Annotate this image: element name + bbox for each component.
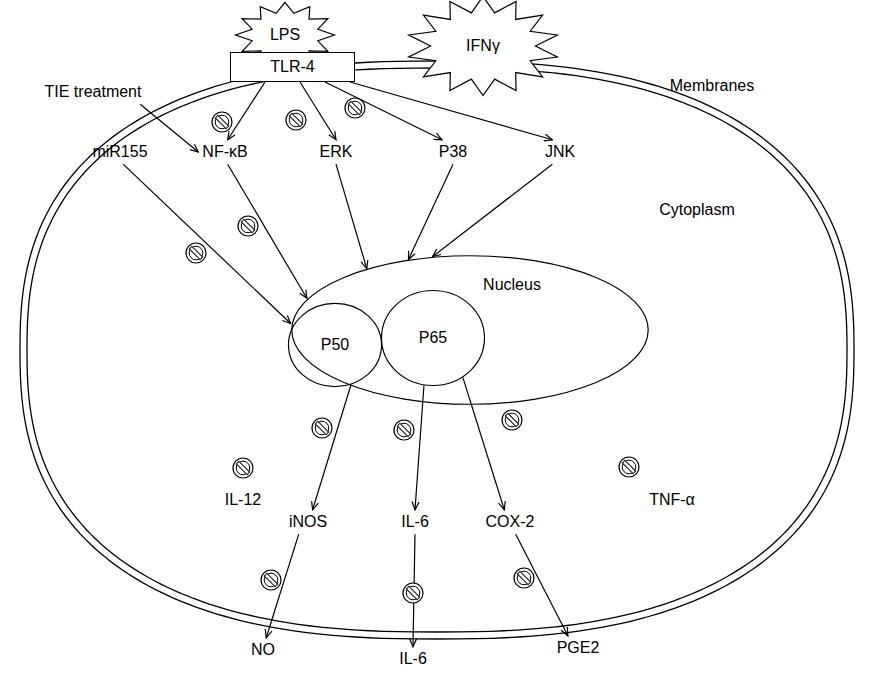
inhibition-symbol xyxy=(514,568,534,588)
node-text: ERK xyxy=(320,143,353,160)
inhibition-symbol xyxy=(186,243,206,263)
node-text: JNK xyxy=(545,143,575,160)
pathway-node: JNK xyxy=(541,140,579,164)
inhibition-symbol xyxy=(312,418,332,438)
pathway-node: ERK xyxy=(316,140,357,164)
inner-membrane xyxy=(27,68,847,632)
product-node: PGE2 xyxy=(553,636,604,660)
signal-arrow xyxy=(350,82,552,140)
gene-node: iNOS xyxy=(285,510,331,534)
signal-arrow xyxy=(228,82,265,140)
ellipse-shape xyxy=(288,303,381,386)
node-text: TLR-4 xyxy=(270,58,314,76)
node-text: IFNγ xyxy=(466,37,500,55)
signal-arrow xyxy=(325,82,442,140)
signal-arrow xyxy=(300,82,336,140)
node-text: miR155 xyxy=(92,143,147,160)
pathway-node: miR155 xyxy=(88,140,151,164)
outer-membrane xyxy=(20,61,854,639)
inhibition-symbol xyxy=(286,110,306,130)
node-text: IL-6 xyxy=(399,650,427,667)
stimulus-burst: IFNγ xyxy=(406,0,560,96)
treatment-label: TIE treatment xyxy=(41,80,146,104)
gene-node: COX-2 xyxy=(482,510,539,534)
inhibition-symbol xyxy=(261,570,281,590)
signal-arrow xyxy=(433,164,553,256)
node-text: TIE treatment xyxy=(45,83,142,100)
inhibition-symbol xyxy=(394,420,414,440)
label-text: TNF-α xyxy=(649,491,695,508)
ellipse-shape xyxy=(292,256,648,405)
product-node: IL-6 xyxy=(395,647,431,671)
pathway-node: P38 xyxy=(435,140,471,164)
node-text: IL-6 xyxy=(401,513,429,530)
receptor-box: TLR-4 xyxy=(230,52,355,82)
cytokine-label: IL-12 xyxy=(222,489,264,511)
cytokine-label: TNF-α xyxy=(646,489,698,511)
node-text: P38 xyxy=(439,143,467,160)
ellipse-outline xyxy=(290,255,650,405)
pathway-node: NF-κB xyxy=(198,140,251,164)
node-text: iNOS xyxy=(289,513,327,530)
node-text: P50 xyxy=(321,336,349,354)
label-text: IL-12 xyxy=(225,491,261,508)
burst-shape xyxy=(409,0,558,96)
inhibition-symbol xyxy=(619,457,639,477)
node-text: NF-κB xyxy=(202,143,247,160)
signal-arrow xyxy=(408,164,453,259)
signal-arrow xyxy=(415,385,424,510)
signal-arrow xyxy=(123,164,291,323)
signal-arrow xyxy=(228,164,307,298)
node-text: Nucleus xyxy=(483,276,541,294)
node-text: LPS xyxy=(270,26,300,44)
node-text: P65 xyxy=(419,329,447,347)
node-text: Membranes xyxy=(670,77,754,95)
signal-arrow xyxy=(313,384,351,509)
node-text: Cytoplasm xyxy=(659,201,735,219)
ellipse-shape xyxy=(382,290,485,385)
inhibition-symbol xyxy=(233,458,253,478)
product-node: NO xyxy=(247,638,279,662)
subunit-circle: P50 xyxy=(288,303,382,387)
inhibition-symbol xyxy=(502,410,522,430)
signal-arrow xyxy=(463,377,504,509)
inhibition-symbol xyxy=(212,112,232,132)
node-text: NO xyxy=(251,641,275,658)
inhibition-symbol xyxy=(345,98,365,118)
subunit-circle: P65 xyxy=(381,290,485,386)
gene-node: IL-6 xyxy=(397,510,433,534)
inhibition-symbol xyxy=(403,583,423,603)
signal-arrow xyxy=(336,164,367,268)
node-text: PGE2 xyxy=(557,639,600,656)
node-text: COX-2 xyxy=(486,513,535,530)
cell-outline: miR155 NF-κB ERK P38 JNK P50 P65 Nucleus iNOS IL-… xyxy=(19,60,855,640)
nucleus-ellipse: P50 P65 Nucleus xyxy=(290,255,650,405)
inhibition-symbol xyxy=(238,216,258,236)
